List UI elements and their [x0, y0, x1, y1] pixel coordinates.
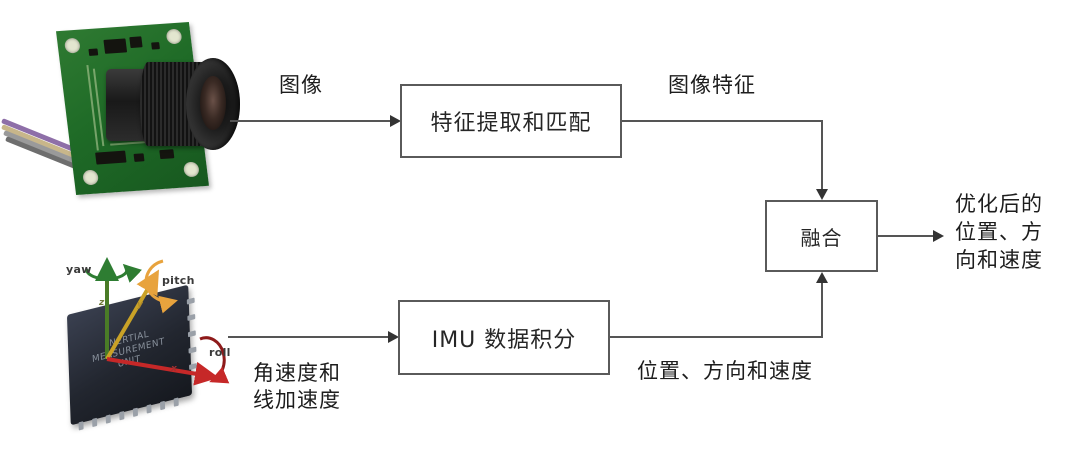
process-box-imu-integration[interactable]: IMU 数据积分	[398, 300, 610, 375]
edge-feature-to-fusion-horizontal	[622, 120, 823, 122]
edge-label-position-velocity: 位置、方向和速度	[637, 359, 813, 383]
camera-lens-glass	[200, 76, 226, 130]
arrowhead-imu-to-fusion	[816, 272, 828, 283]
arrowhead-feature-to-fusion	[816, 189, 828, 200]
arrowhead-imu-to-integration	[388, 331, 399, 343]
edge-fusion-to-output	[878, 235, 936, 237]
imu-axes-diagram: z y x	[85, 257, 230, 386]
process-box-feature-extraction[interactable]: 特征提取和匹配	[400, 84, 622, 158]
imu-chip-image: INERTIAL MEASUREMENT UNIT	[45, 243, 260, 433]
process-box-fusion[interactable]: 融合	[765, 200, 878, 272]
edge-label-image: 图像	[279, 73, 323, 97]
edge-feature-to-fusion-vertical	[821, 120, 823, 192]
edge-label-image-feature: 图像特征	[668, 73, 756, 97]
edge-imu-to-integration	[228, 336, 391, 338]
camera-module-image	[1, 14, 243, 204]
arrowhead-camera-to-feature	[390, 115, 401, 127]
edge-label-angular-linear: 角速度和 线加速度	[253, 361, 341, 412]
imu-axis-label-yaw: yaw	[66, 263, 92, 276]
edge-camera-to-feature	[230, 120, 393, 122]
edge-label-optimized-output: 优化后的 位置、方 向和速度	[955, 192, 1043, 272]
svg-text:y: y	[137, 300, 144, 310]
imu-axis-label-pitch: pitch	[162, 274, 195, 287]
edge-imu-to-fusion-vertical	[821, 282, 823, 338]
arrowhead-fusion-to-output	[933, 230, 944, 242]
svg-text:x: x	[170, 364, 178, 374]
imu-axis-label-roll: roll	[209, 346, 231, 359]
edge-imu-to-fusion-horizontal	[610, 336, 823, 338]
svg-text:z: z	[98, 298, 105, 308]
